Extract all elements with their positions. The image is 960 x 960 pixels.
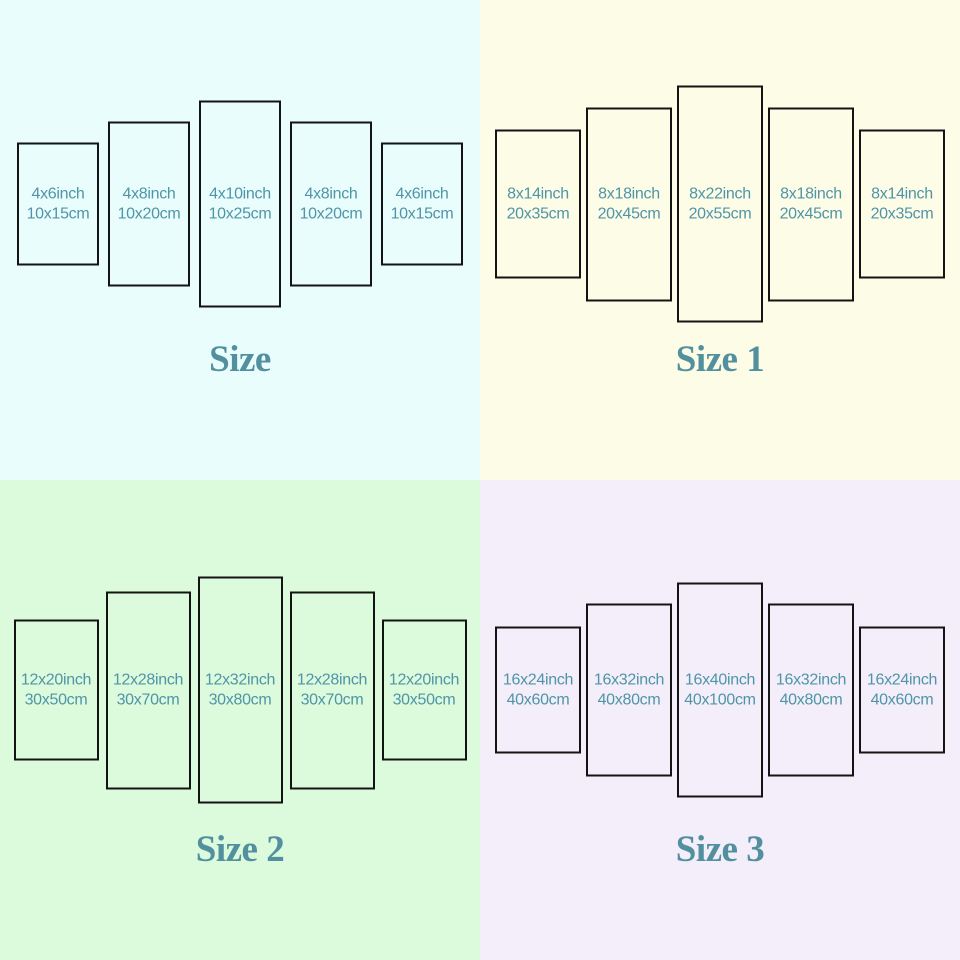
panel-label-inch: 8x14inch	[871, 185, 933, 202]
panel-label-cm: 40x80cm	[779, 691, 843, 708]
panel-label-inch: 4x6inch	[31, 185, 85, 202]
panel-label-cm: 30x80cm	[208, 691, 272, 708]
panel-label-cm: 30x50cm	[392, 691, 456, 708]
panel-row: 4x6inch 10x15cm 4x8inch 10x20cm 4x10inch…	[0, 100, 480, 308]
panel-label-inch: 4x10inch	[209, 185, 271, 202]
panel-label-cm: 40x80cm	[597, 691, 661, 708]
panel-label-inch: 12x32inch	[204, 671, 276, 688]
panel-label-cm: 10x15cm	[390, 205, 454, 222]
panel-label-inch: 16x24inch	[502, 671, 574, 688]
panel-label-cm: 30x70cm	[300, 691, 364, 708]
panel: 4x8inch 10x20cm	[290, 121, 372, 287]
panel-label-cm: 20x45cm	[779, 205, 843, 222]
panel: 4x6inch 10x15cm	[17, 142, 99, 266]
panel-label-inch: 4x8inch	[304, 185, 358, 202]
panel: 8x18inch 20x45cm	[586, 107, 672, 301]
panel-label-cm: 40x60cm	[870, 691, 934, 708]
panel: 16x40inch 40x100cm	[677, 582, 763, 798]
panel-label-inch: 12x20inch	[388, 671, 460, 688]
panel: 8x18inch 20x45cm	[768, 107, 854, 301]
panel-label-cm: 30x50cm	[24, 691, 88, 708]
panel: 12x20inch 30x50cm	[13, 619, 99, 761]
panel-row: 12x20inch 30x50cm 12x28inch 30x70cm 12x3…	[0, 576, 480, 804]
panel-label-cm: 20x55cm	[688, 205, 752, 222]
panel: 16x32inch 40x80cm	[768, 603, 854, 777]
panel: 4x10inch 10x25cm	[199, 100, 281, 308]
panel-label-inch: 12x20inch	[20, 671, 92, 688]
panel-label-cm: 30x70cm	[116, 691, 180, 708]
panel-label-inch: 8x18inch	[598, 185, 660, 202]
panel-label-inch: 8x14inch	[507, 185, 569, 202]
panel-label-cm: 40x100cm	[684, 691, 756, 708]
quadrant-size3: 16x24inch 40x60cm 16x32inch 40x80cm 16x4…	[480, 480, 960, 960]
panel: 4x8inch 10x20cm	[108, 121, 190, 287]
panel: 8x14inch 20x35cm	[859, 129, 945, 279]
panel: 16x24inch 40x60cm	[859, 626, 945, 754]
panel: 16x32inch 40x80cm	[586, 603, 672, 777]
panel-label-inch: 8x22inch	[689, 185, 751, 202]
quadrant-size: 4x6inch 10x15cm 4x8inch 10x20cm 4x10inch…	[0, 0, 480, 480]
panel: 8x14inch 20x35cm	[495, 129, 581, 279]
panel-label-cm: 10x20cm	[299, 205, 363, 222]
panel: 16x24inch 40x60cm	[495, 626, 581, 754]
quadrant-size2: 12x20inch 30x50cm 12x28inch 30x70cm 12x3…	[0, 480, 480, 960]
panel-label-inch: 16x40inch	[684, 671, 756, 688]
panel-label-inch: 16x32inch	[775, 671, 847, 688]
panel: 12x28inch 30x70cm	[105, 591, 191, 789]
panel: 12x20inch 30x50cm	[381, 619, 467, 761]
quadrant-title: Size 2	[195, 829, 285, 870]
panel-label-inch: 12x28inch	[112, 671, 184, 688]
panel-label-cm: 10x15cm	[26, 205, 90, 222]
panel-label-cm: 10x20cm	[117, 205, 181, 222]
panel-label-cm: 10x25cm	[208, 205, 272, 222]
panel-label-cm: 40x60cm	[506, 691, 570, 708]
quadrant-title: Size 3	[675, 829, 765, 870]
panel-label-inch: 16x32inch	[593, 671, 665, 688]
panel: 12x32inch 30x80cm	[197, 576, 283, 804]
panel-row: 8x14inch 20x35cm 8x18inch 20x45cm 8x22in…	[480, 85, 960, 323]
panel-label-cm: 20x45cm	[597, 205, 661, 222]
panel-label-cm: 20x35cm	[506, 205, 570, 222]
panel: 12x28inch 30x70cm	[289, 591, 375, 789]
panel-label-inch: 16x24inch	[866, 671, 938, 688]
panel-label-inch: 4x8inch	[122, 185, 176, 202]
panel-label-inch: 12x28inch	[296, 671, 368, 688]
quadrant-size1: 8x14inch 20x35cm 8x18inch 20x45cm 8x22in…	[480, 0, 960, 480]
panel-row: 16x24inch 40x60cm 16x32inch 40x80cm 16x4…	[480, 582, 960, 798]
panel: 4x6inch 10x15cm	[381, 142, 463, 266]
panel: 8x22inch 20x55cm	[677, 85, 763, 323]
quadrant-title: Size	[209, 339, 271, 380]
panel-label-cm: 20x35cm	[870, 205, 934, 222]
panel-label-inch: 8x18inch	[780, 185, 842, 202]
quadrant-title: Size 1	[675, 339, 765, 380]
panel-label-inch: 4x6inch	[395, 185, 449, 202]
